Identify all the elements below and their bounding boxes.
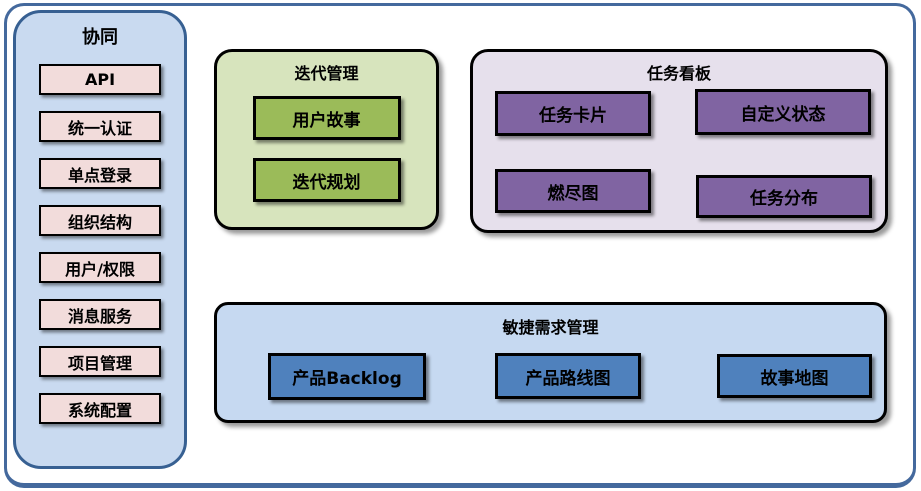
agile-requirements-panel: 敏捷需求管理 产品Backlog 产品路线图 故事地图 xyxy=(214,302,887,423)
sidebar-item-api: API xyxy=(39,64,161,95)
sidebar-item-project-management: 项目管理 xyxy=(39,346,161,377)
card-user-story: 用户故事 xyxy=(252,96,401,140)
iteration-management-title: 迭代管理 xyxy=(294,64,359,83)
collaboration-panel: 协同 API 统一认证 单点登录 组织结构 用户/权限 消息服务 项目管理 系统… xyxy=(13,10,187,469)
iteration-item-list: 用户故事 迭代规划 xyxy=(217,96,436,202)
task-board-title: 任务看板 xyxy=(646,64,711,83)
task-board-panel: 任务看板 任务卡片 自定义状态 燃尽图 任务分布 xyxy=(470,49,888,233)
card-product-backlog: 产品Backlog xyxy=(268,353,426,400)
card-burndown-chart: 燃尽图 xyxy=(495,169,651,213)
card-custom-status: 自定义状态 xyxy=(695,89,871,135)
sidebar-item-org-structure: 组织结构 xyxy=(39,205,161,236)
card-task-card: 任务卡片 xyxy=(495,91,651,136)
card-task-distribution: 任务分布 xyxy=(696,175,872,218)
sidebar-item-sso: 单点登录 xyxy=(39,158,161,189)
card-iteration-planning: 迭代规划 xyxy=(252,158,401,202)
sidebar-item-user-permissions: 用户/权限 xyxy=(39,252,161,283)
collaboration-panel-title: 协同 xyxy=(82,27,118,48)
agile-requirements-title: 敏捷需求管理 xyxy=(502,318,599,337)
card-product-roadmap: 产品路线图 xyxy=(495,353,641,399)
collaboration-item-list: API 统一认证 单点登录 组织结构 用户/权限 消息服务 项目管理 系统配置 xyxy=(39,64,161,424)
iteration-management-panel: 迭代管理 用户故事 迭代规划 xyxy=(214,49,439,230)
sidebar-item-message-service: 消息服务 xyxy=(39,299,161,330)
sidebar-item-unified-auth: 统一认证 xyxy=(39,111,161,142)
card-story-map: 故事地图 xyxy=(717,354,872,398)
sidebar-item-system-config: 系统配置 xyxy=(39,393,161,424)
